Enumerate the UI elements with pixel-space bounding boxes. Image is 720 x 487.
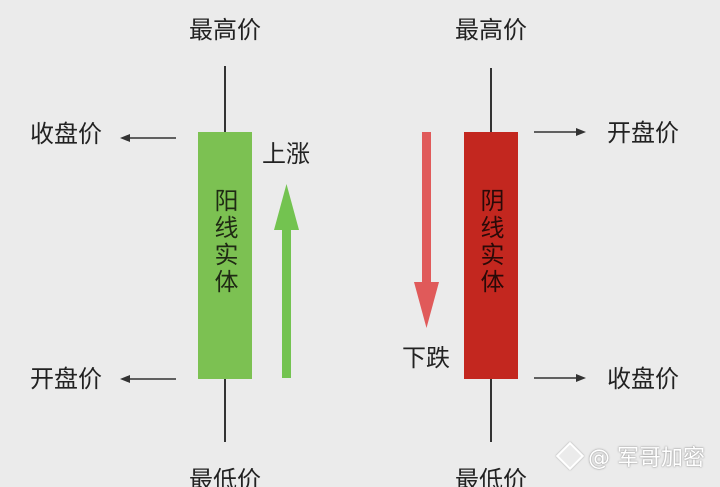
down-trend-arrow — [414, 132, 439, 328]
open-pointer-arrow-right — [534, 128, 586, 136]
bearish-close-label: 收盘价 — [607, 365, 679, 393]
bullish-high-label: 最高价 — [189, 16, 261, 44]
bullish-body-label: 阳线实体 — [210, 188, 238, 296]
bearish-high-label: 最高价 — [455, 16, 527, 44]
down-trend-label: 下跌 — [402, 344, 450, 372]
bullish-body — [198, 132, 252, 379]
close-pointer-arrow-left — [120, 134, 176, 142]
watermark-text: @ 军哥加密 — [588, 446, 705, 471]
watermark: @ 军哥加密 — [555, 441, 705, 474]
bullish-open-label: 开盘价 — [30, 365, 102, 393]
bearish-low-label: 最低价 — [455, 466, 527, 487]
diamond-logo-icon — [555, 441, 585, 471]
bearish-body-label: 阴线实体 — [476, 188, 504, 296]
bullish-close-label: 收盘价 — [30, 120, 102, 148]
bullish-low-label: 最低价 — [189, 466, 261, 487]
open-pointer-arrow-left — [120, 375, 176, 383]
up-trend-arrow — [274, 184, 299, 378]
bearish-body — [464, 132, 518, 379]
bearish-open-label: 开盘价 — [607, 119, 679, 147]
up-trend-label: 上涨 — [262, 140, 310, 168]
close-pointer-arrow-right — [534, 374, 586, 382]
